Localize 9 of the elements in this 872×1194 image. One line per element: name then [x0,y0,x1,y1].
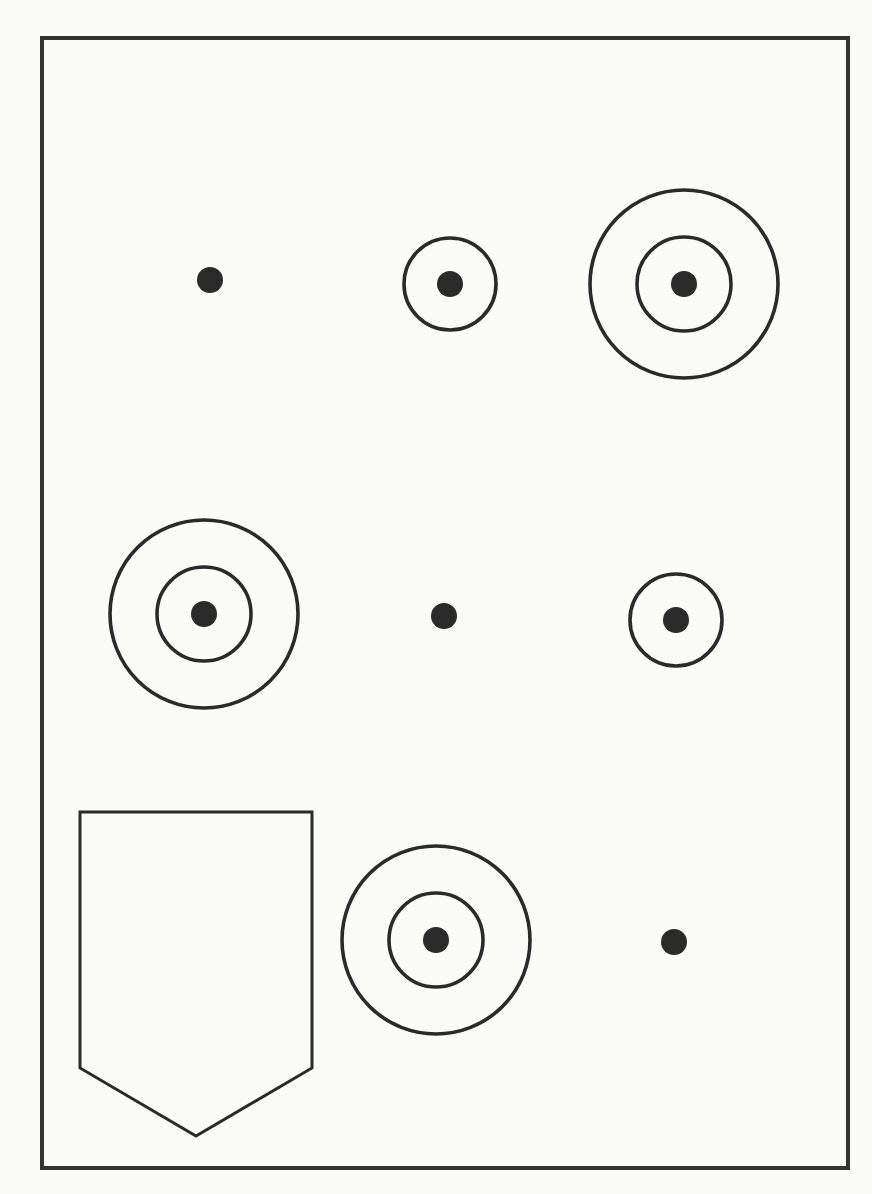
target-marker [336,840,536,1040]
ringed-dot-marker [398,232,502,336]
dot-marker [428,600,460,632]
dot-marker [194,264,226,296]
shield-shape [76,808,316,1140]
target-marker [104,514,304,714]
ringed-dot-marker [624,568,728,672]
target-marker [584,184,784,384]
dot-marker [658,926,690,958]
